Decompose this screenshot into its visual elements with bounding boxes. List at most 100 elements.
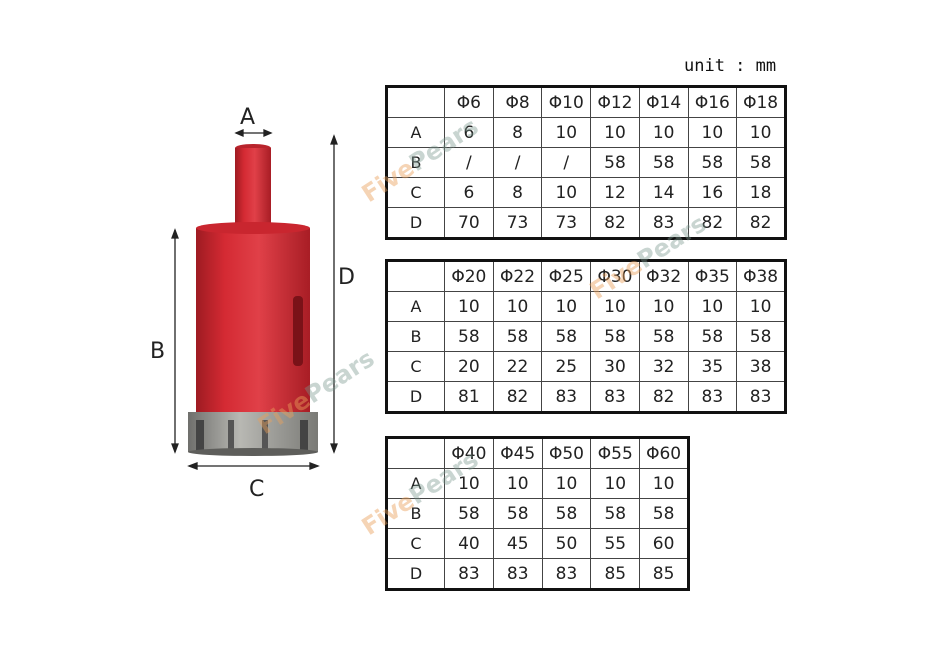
table-row: D 83 83 83 85 85: [386, 558, 689, 590]
row-label: D: [386, 558, 445, 590]
header-cell: Φ10: [541, 86, 592, 118]
table-cell: 81: [444, 381, 494, 413]
table-cell: 58: [687, 321, 738, 352]
table-cell: 73: [541, 207, 592, 239]
table-cell: 35: [687, 351, 738, 382]
table-cell: 10: [687, 291, 738, 322]
header-cell: [386, 260, 445, 292]
dimension-label-c: C: [249, 477, 265, 502]
table-cell: 85: [590, 558, 641, 590]
table-row: C 6 8 10 12 14 16 18: [386, 177, 786, 208]
header-cell: Φ16: [687, 86, 738, 118]
row-label: C: [386, 528, 445, 559]
table-cell: 10: [638, 291, 689, 322]
header-cell: [386, 437, 445, 469]
row-label: C: [386, 351, 445, 382]
table-cell: 83: [541, 381, 592, 413]
table-cell: 10: [541, 117, 592, 148]
drill-bit-diagram: [171, 129, 338, 470]
header-cell: Φ32: [638, 260, 689, 292]
row-label: A: [386, 117, 445, 148]
table-cell: 10: [541, 177, 592, 208]
table-cell: 83: [492, 558, 543, 590]
table-cell: 82: [492, 381, 543, 413]
header-cell: Φ55: [590, 437, 641, 469]
table-cell: 58: [492, 321, 543, 352]
table-cell: 45: [492, 528, 543, 559]
table-cell: 10: [736, 291, 786, 322]
table-cell: 55: [590, 528, 641, 559]
table-cell: 85: [639, 558, 689, 590]
table-cell: 10: [492, 291, 543, 322]
table-cell: 38: [736, 351, 786, 382]
diamond-segment: [188, 412, 318, 456]
header-cell: Φ25: [541, 260, 592, 292]
table-cell: 58: [687, 147, 738, 178]
table-row: C 40 45 50 55 60: [386, 528, 689, 559]
table-cell: /: [541, 147, 592, 178]
table-cell: 58: [638, 147, 689, 178]
table-cell: 10: [492, 468, 543, 499]
table-cell: 10: [541, 468, 592, 499]
row-label: D: [386, 381, 445, 413]
table-cell: 32: [638, 351, 689, 382]
table-cell: 30: [590, 351, 640, 382]
dimension-label-a: A: [240, 105, 256, 130]
spec-table-large: Φ40 Φ45 Φ50 Φ55 Φ60 A 10 10 10 10 10 B 5…: [385, 436, 690, 591]
header-cell: Φ14: [638, 86, 689, 118]
table-cell: 10: [590, 468, 641, 499]
header-cell: Φ8: [492, 86, 543, 118]
table-cell: 22: [492, 351, 543, 382]
slot: [293, 296, 303, 366]
table-cell: 16: [687, 177, 738, 208]
header-cell: Φ60: [639, 437, 689, 469]
table-cell: 58: [590, 321, 640, 352]
table-cell: 10: [444, 291, 494, 322]
header-cell: Φ20: [444, 260, 494, 292]
unit-label: unit : mm: [684, 56, 777, 76]
table-cell: 58: [541, 498, 592, 529]
table-cell: 83: [638, 207, 689, 239]
shank: [235, 144, 271, 230]
table-cell: 25: [541, 351, 592, 382]
header-cell: Φ6: [444, 86, 494, 118]
table-cell: 58: [492, 498, 543, 529]
table-cell: 58: [736, 147, 786, 178]
table-cell: 58: [639, 498, 689, 529]
table-cell: 58: [444, 498, 494, 529]
table-cell: 83: [736, 381, 786, 413]
table-cell: 58: [736, 321, 786, 352]
table-row: B 58 58 58 58 58 58 58: [386, 321, 786, 352]
dimension-label-b: B: [150, 339, 166, 364]
table-header-row: Φ6 Φ8 Φ10 Φ12 Φ14 Φ16 Φ18: [386, 86, 786, 118]
table-cell: 58: [638, 321, 689, 352]
table-cell: 12: [590, 177, 640, 208]
table-row: D 81 82 83 83 82 83 83: [386, 381, 786, 413]
table-cell: 58: [590, 498, 641, 529]
table-cell: 6: [444, 177, 494, 208]
table-cell: 8: [492, 177, 543, 208]
header-cell: Φ45: [492, 437, 543, 469]
header-cell: Φ22: [492, 260, 543, 292]
table-row: A 6 8 10 10 10 10 10: [386, 117, 786, 148]
table-cell: 58: [444, 321, 494, 352]
table-row: D 70 73 73 82 83 82 82: [386, 207, 786, 239]
row-label: D: [386, 207, 445, 239]
table-cell: 10: [639, 468, 689, 499]
table-row: A 10 10 10 10 10 10 10: [386, 291, 786, 322]
table-row: C 20 22 25 30 32 35 38: [386, 351, 786, 382]
table-cell: 50: [541, 528, 592, 559]
header-cell: Φ50: [541, 437, 592, 469]
dimension-label-d: D: [338, 265, 355, 290]
table-cell: 83: [687, 381, 738, 413]
spec-table-small: Φ6 Φ8 Φ10 Φ12 Φ14 Φ16 Φ18 A 6 8 10 10 10…: [385, 85, 787, 240]
row-label: B: [386, 321, 445, 352]
table-cell: 10: [736, 117, 786, 148]
table-header-row: Φ20 Φ22 Φ25 Φ30 Φ32 Φ35 Φ38: [386, 260, 786, 292]
table-cell: 40: [444, 528, 494, 559]
table-cell: 10: [590, 291, 640, 322]
table-cell: 14: [638, 177, 689, 208]
table-cell: 58: [590, 147, 640, 178]
spec-table-medium: Φ20 Φ22 Φ25 Φ30 Φ32 Φ35 Φ38 A 10 10 10 1…: [385, 259, 787, 414]
header-cell: Φ18: [736, 86, 786, 118]
